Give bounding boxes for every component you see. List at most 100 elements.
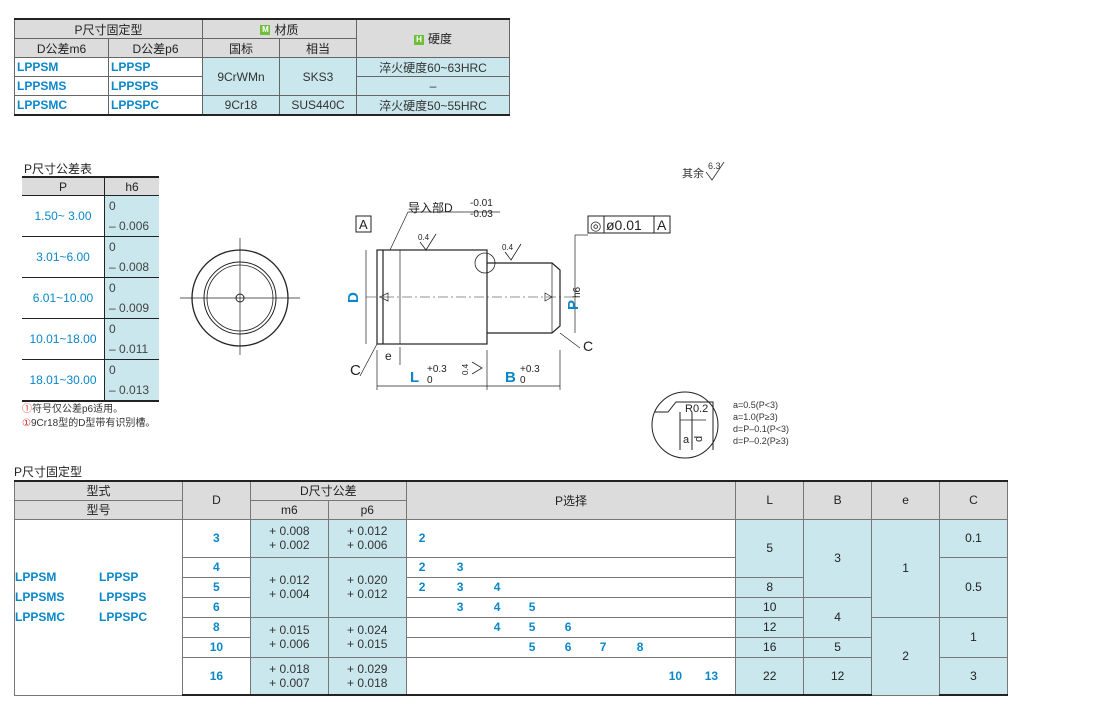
c-value: 0.5	[939, 556, 1008, 618]
model-right: LPPSPC	[99, 610, 148, 624]
dimension-lines	[359, 211, 588, 390]
dim-P: P	[565, 300, 582, 310]
d-value: 3	[181, 518, 251, 558]
p-range: 10.01~18.00	[22, 318, 105, 360]
p-range: 6.01~10.00	[22, 277, 105, 319]
model-right: LPPSP	[99, 570, 139, 584]
l-value: 10	[735, 596, 805, 618]
guide-lower: -0.03	[470, 209, 493, 220]
hardness-badge-icon: H	[413, 34, 424, 45]
d-value: 10	[181, 636, 251, 658]
technical-drawing: 其余 6.3 A 导入部D -0.01 -0.03 ◎ ø0.01 A 0.4 …	[180, 161, 789, 459]
p6-tol: + 0.020+ 0.012	[327, 556, 407, 618]
chamfer-right: C	[583, 338, 593, 354]
detail-note: d=P–0.1(P<3)	[733, 424, 789, 434]
h-m6: m6	[249, 499, 329, 520]
dim-B-lower: 0	[520, 375, 526, 386]
h-e: e	[871, 480, 940, 520]
sub-equiv: 相当	[279, 38, 357, 58]
c-value-last: 3	[939, 656, 1008, 696]
concentricity-frame	[587, 215, 671, 234]
dim-L: L	[410, 369, 419, 386]
tolerance-table: P h6 1.50~ 3.00 0– 0.006 3.01~6.00 0– 0.…	[22, 176, 159, 402]
h-D: D	[181, 480, 251, 520]
model-right: LPPSPS	[99, 590, 147, 604]
m6-tol: + 0.012+ 0.004	[249, 556, 329, 618]
model-left: LPPSM	[15, 570, 57, 584]
l-value: 12	[735, 616, 805, 638]
model-cell: LPPSM	[14, 57, 109, 77]
model-cell: LPPSPS	[108, 76, 203, 96]
spec-title: P尺寸固定型	[14, 465, 83, 479]
sub-m6: D公差m6	[14, 38, 109, 58]
detail-note: a=0.5(P<3)	[733, 400, 778, 410]
material-std: 9Cr18	[202, 95, 280, 116]
col-h6: h6	[104, 176, 159, 196]
datum-box	[355, 215, 372, 233]
concentricity-icon: ◎	[590, 218, 601, 233]
p-select: 2	[405, 518, 737, 558]
l-value: 8	[735, 576, 805, 598]
detail-a: a	[683, 434, 690, 446]
b-value: 5	[803, 636, 873, 658]
detail-note: a=1.0(P≥3)	[733, 412, 778, 422]
material-equiv: SUS440C	[279, 95, 357, 116]
roughness-icon	[504, 243, 522, 261]
hardness-cell: 淬火硬度60~63HRC	[356, 57, 510, 77]
roughness-icon	[705, 161, 725, 181]
model-left: LPPSMC	[15, 610, 66, 624]
model-block: LPPSM LPPSP LPPSMS LPPSPS LPPSMC LPPSPC	[14, 518, 183, 696]
end-view	[180, 238, 300, 355]
sub-p6: D公差p6	[108, 38, 203, 58]
roughness-label: 0.4	[418, 233, 430, 242]
e-value: 1	[871, 518, 940, 618]
col-p: P	[22, 176, 105, 196]
l-value: 16	[735, 636, 805, 658]
b-value: 12	[803, 656, 873, 696]
h-p6: p6	[327, 499, 407, 520]
p-range: 1.50~ 3.00	[22, 195, 105, 237]
b-value: 4	[803, 596, 873, 638]
h6-tol: 0– 0.011	[104, 318, 159, 360]
h-model: 型号	[14, 499, 183, 520]
b-value: 3	[803, 518, 873, 598]
hardness-cell: 淬火硬度50~55HRC	[356, 95, 510, 116]
h6-tol: 0– 0.009	[104, 277, 159, 319]
material-equiv: SKS3	[279, 57, 357, 96]
p6-tol: + 0.012+ 0.006	[327, 518, 407, 558]
guide-label: 导入部D	[408, 200, 453, 215]
roughness-label: 0.4	[461, 363, 470, 375]
dim-L-upper: +0.3	[427, 364, 447, 375]
material-std: 9CrWMn	[202, 57, 280, 96]
concentricity-datum: A	[657, 217, 667, 233]
h6-tol: 0– 0.006	[104, 195, 159, 237]
d-value: 4	[181, 556, 251, 578]
detail-note: d=P–0.2(P≥3)	[733, 436, 789, 446]
rest-finish: 其余	[682, 166, 704, 180]
h-B: B	[803, 480, 873, 520]
roughness-icon	[471, 361, 483, 375]
h-type: 型式	[14, 480, 183, 501]
p-range: 18.01~30.00	[22, 359, 105, 402]
rest-finish-value: 6.3	[708, 161, 721, 171]
p6-tol: + 0.024+ 0.015	[327, 616, 407, 658]
p6-tol: + 0.029+ 0.018	[327, 656, 407, 696]
sub-std: 国标	[202, 38, 280, 58]
material-badge-icon: M	[260, 25, 271, 36]
note: ①符号仅公差p6适用。	[22, 404, 124, 415]
chamfer-left: C	[350, 362, 361, 379]
model-left: LPPSMS	[15, 590, 65, 604]
m6-tol: + 0.015+ 0.006	[249, 616, 329, 658]
dim-e: e	[385, 349, 392, 363]
d-value: 8	[181, 616, 251, 638]
notes: ①符号仅公差p6适用。 ①9Cr18型的D型带有识别槽。	[22, 403, 155, 431]
d-value: 16	[181, 656, 251, 696]
roughness-label: 0.4	[502, 243, 514, 252]
